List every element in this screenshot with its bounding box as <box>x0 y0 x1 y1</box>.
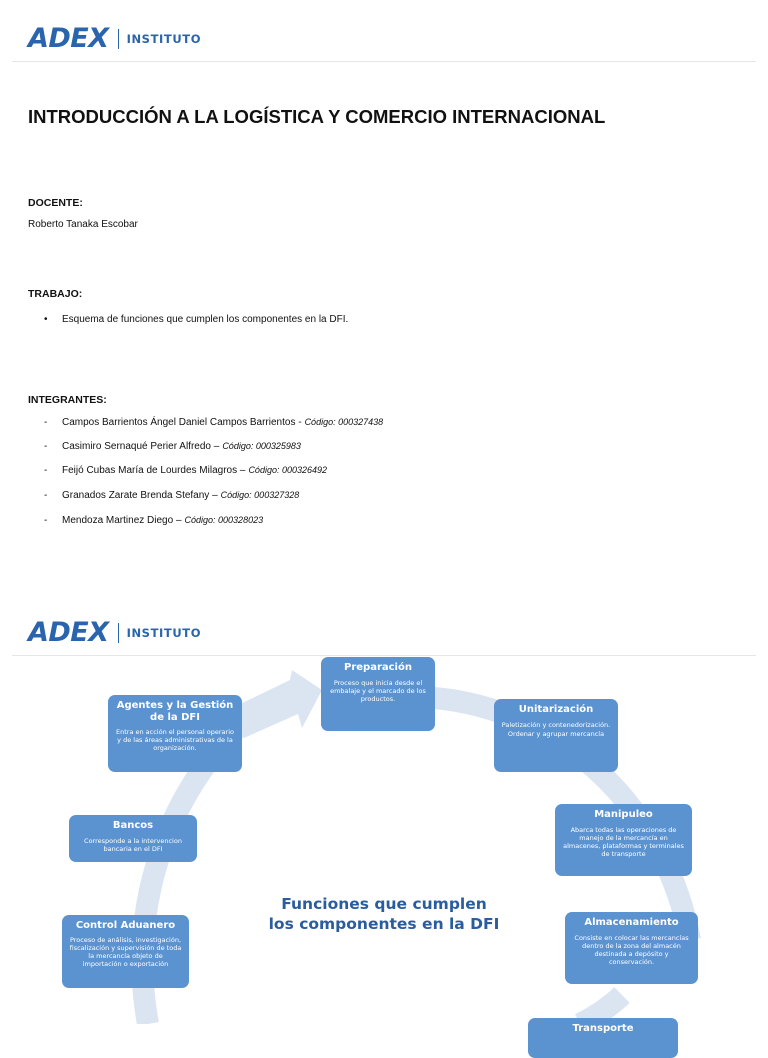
member-name: Feijó Cubas María de Lourdes Milagros – <box>62 465 246 476</box>
trabajo-item-text: Esquema de funciones que cumplen los com… <box>62 314 349 325</box>
node-desc: Corresponde a la intervencion bancaria e… <box>84 837 182 853</box>
node-bancos: Bancos Corresponde a la intervencion ban… <box>69 815 197 862</box>
dfi-cycle-diagram: Preparación Proceso que inicia desde el … <box>0 650 768 1058</box>
bullet-dot: • <box>44 314 48 325</box>
integrantes-label: INTEGRANTES: <box>28 394 107 406</box>
node-almacenamiento: Almacenamiento Consiste en colocar las m… <box>565 912 698 984</box>
node-title: Preparación <box>344 662 412 673</box>
node-unitarizacion: Unitarización Paletización y contenedori… <box>494 699 618 772</box>
member-name: Mendoza Martinez Diego – <box>62 515 182 526</box>
node-agentes: Agentes y la Gestión de la DFI Entra en … <box>108 695 242 772</box>
node-desc: Consiste en colocar las mercancías dentr… <box>574 934 689 966</box>
diagram-center-title: Funciones que cumplen los componentes en… <box>262 894 506 934</box>
adex-logo: ADEX INSTITUTO <box>28 23 201 54</box>
member-name: Campos Barrientos Ángel Daniel Campos Ba… <box>62 417 302 428</box>
member-item: - Granados Zarate Brenda Stefany – Códig… <box>44 490 300 501</box>
member-item: - Casimiro Sernaqué Perier Alfredo – Cód… <box>44 441 301 452</box>
node-desc-2: Ordenar y agrupar mercancía <box>507 730 605 738</box>
node-title: Transporte <box>572 1023 634 1034</box>
trabajo-label: TRABAJO: <box>28 288 83 300</box>
node-title: Agentes y la Gestión de la DFI <box>116 700 234 723</box>
center-title-line2: los componentes en la DFI <box>268 915 500 933</box>
node-desc: Proceso que inicia desde el embalaje y e… <box>330 679 426 703</box>
node-title: Manipuleo <box>594 809 653 820</box>
node-title: Almacenamiento <box>584 917 679 928</box>
cycle-ring-right <box>433 687 701 942</box>
institute-label: INSTITUTO <box>126 625 202 640</box>
trabajo-item: • Esquema de funciones que cumplen los c… <box>44 314 348 325</box>
node-title: Bancos <box>112 820 154 831</box>
logo-separator <box>117 28 119 49</box>
member-code: Código: 000327438 <box>304 417 384 427</box>
member-code: Código: 000326492 <box>248 465 328 475</box>
node-desc: Abarca todas las operaciones de manejo d… <box>563 826 684 858</box>
node-control-aduanero: Control Aduanero Proceso de análisis, in… <box>62 915 189 988</box>
course-title: INTRODUCCIÓN A LA LOGÍSTICA Y COMERCIO I… <box>28 106 606 127</box>
adex-logo-page2: ADEX INSTITUTO <box>28 617 201 648</box>
member-item: - Campos Barrientos Ángel Daniel Campos … <box>44 417 384 428</box>
logo-separator <box>117 622 119 643</box>
member-item: - Feijó Cubas María de Lourdes Milagros … <box>44 465 328 476</box>
node-desc: Entra en acción el personal operario y d… <box>116 728 234 752</box>
header-divider <box>12 61 756 62</box>
node-transporte: Transporte <box>528 1018 678 1058</box>
member-code: Código: 000325983 <box>222 441 301 451</box>
node-desc: Paletización y contenedorización. <box>501 721 611 729</box>
member-name: Casimiro Sernaqué Perier Alfredo – <box>62 441 220 452</box>
member-item: - Mendoza Martinez Diego – Código: 00032… <box>44 515 264 526</box>
docente-label: DOCENTE: <box>28 197 83 209</box>
node-title: Unitarización <box>518 704 594 715</box>
node-desc: Proceso de análisis, investigación, fisc… <box>69 936 182 968</box>
adex-brand: ADEX <box>28 617 109 648</box>
member-code: Código: 000328023 <box>184 515 264 525</box>
node-manipuleo: Manipuleo Abarca todas las operaciones d… <box>555 804 692 876</box>
institute-label: INSTITUTO <box>126 31 202 46</box>
docente-name: Roberto Tanaka Escobar <box>28 219 138 230</box>
cycle-arrowhead <box>228 670 322 738</box>
center-title-line1: Funciones que cumplen <box>281 895 487 913</box>
member-code: Código: 000327328 <box>220 490 300 500</box>
adex-brand: ADEX <box>28 23 109 54</box>
node-title: Control Aduanero <box>75 920 176 931</box>
header-divider-page2 <box>12 655 756 656</box>
node-preparacion: Preparación Proceso que inicia desde el … <box>321 657 435 731</box>
member-name: Granados Zarate Brenda Stefany – <box>62 490 218 501</box>
